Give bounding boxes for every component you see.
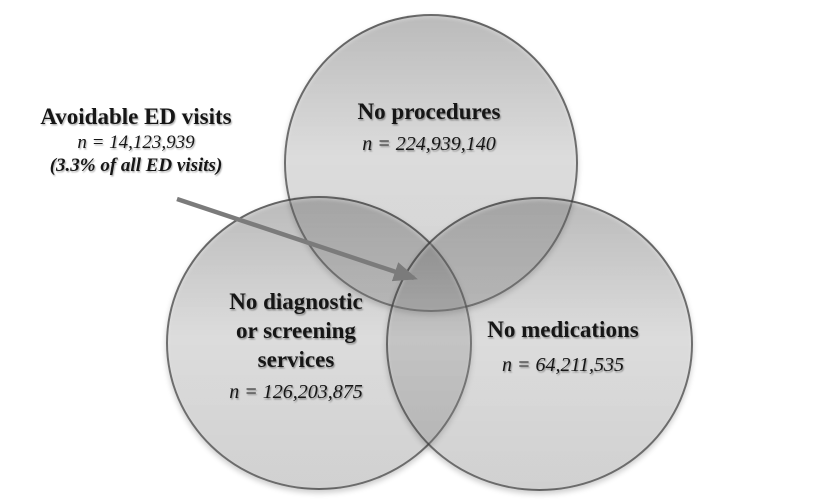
callout-avoidable-ed-visits: Avoidable ED visits n = 14,123,939 (3.3%…	[5, 103, 267, 178]
set-title-no-diagnostic-line3: services	[257, 347, 335, 372]
set-n-no-medications: n = 64,211,535	[501, 354, 624, 376]
label-no-medications: No medications n = 64,211,535	[413, 315, 713, 377]
label-no-procedures: No procedures n = 224,939,140	[268, 97, 590, 156]
set-n-no-diagnostic: n = 126,203,875	[229, 381, 363, 403]
set-n-no-procedures: n = 224,939,140	[362, 133, 496, 155]
set-title-no-procedures: No procedures	[357, 99, 501, 124]
set-title-no-medications: No medications	[487, 317, 639, 342]
label-no-diagnostic-services: No diagnostic or screening services n = …	[146, 287, 446, 404]
callout-percent-note: (3.3% of all ED visits)	[49, 155, 223, 176]
set-title-no-diagnostic-line1: No diagnostic	[229, 289, 363, 314]
callout-n-value: n = 14,123,939	[77, 132, 195, 153]
callout-title: Avoidable ED visits	[40, 104, 232, 129]
circle-no-medications	[386, 197, 693, 491]
set-title-no-diagnostic-line2: or screening	[236, 318, 356, 343]
